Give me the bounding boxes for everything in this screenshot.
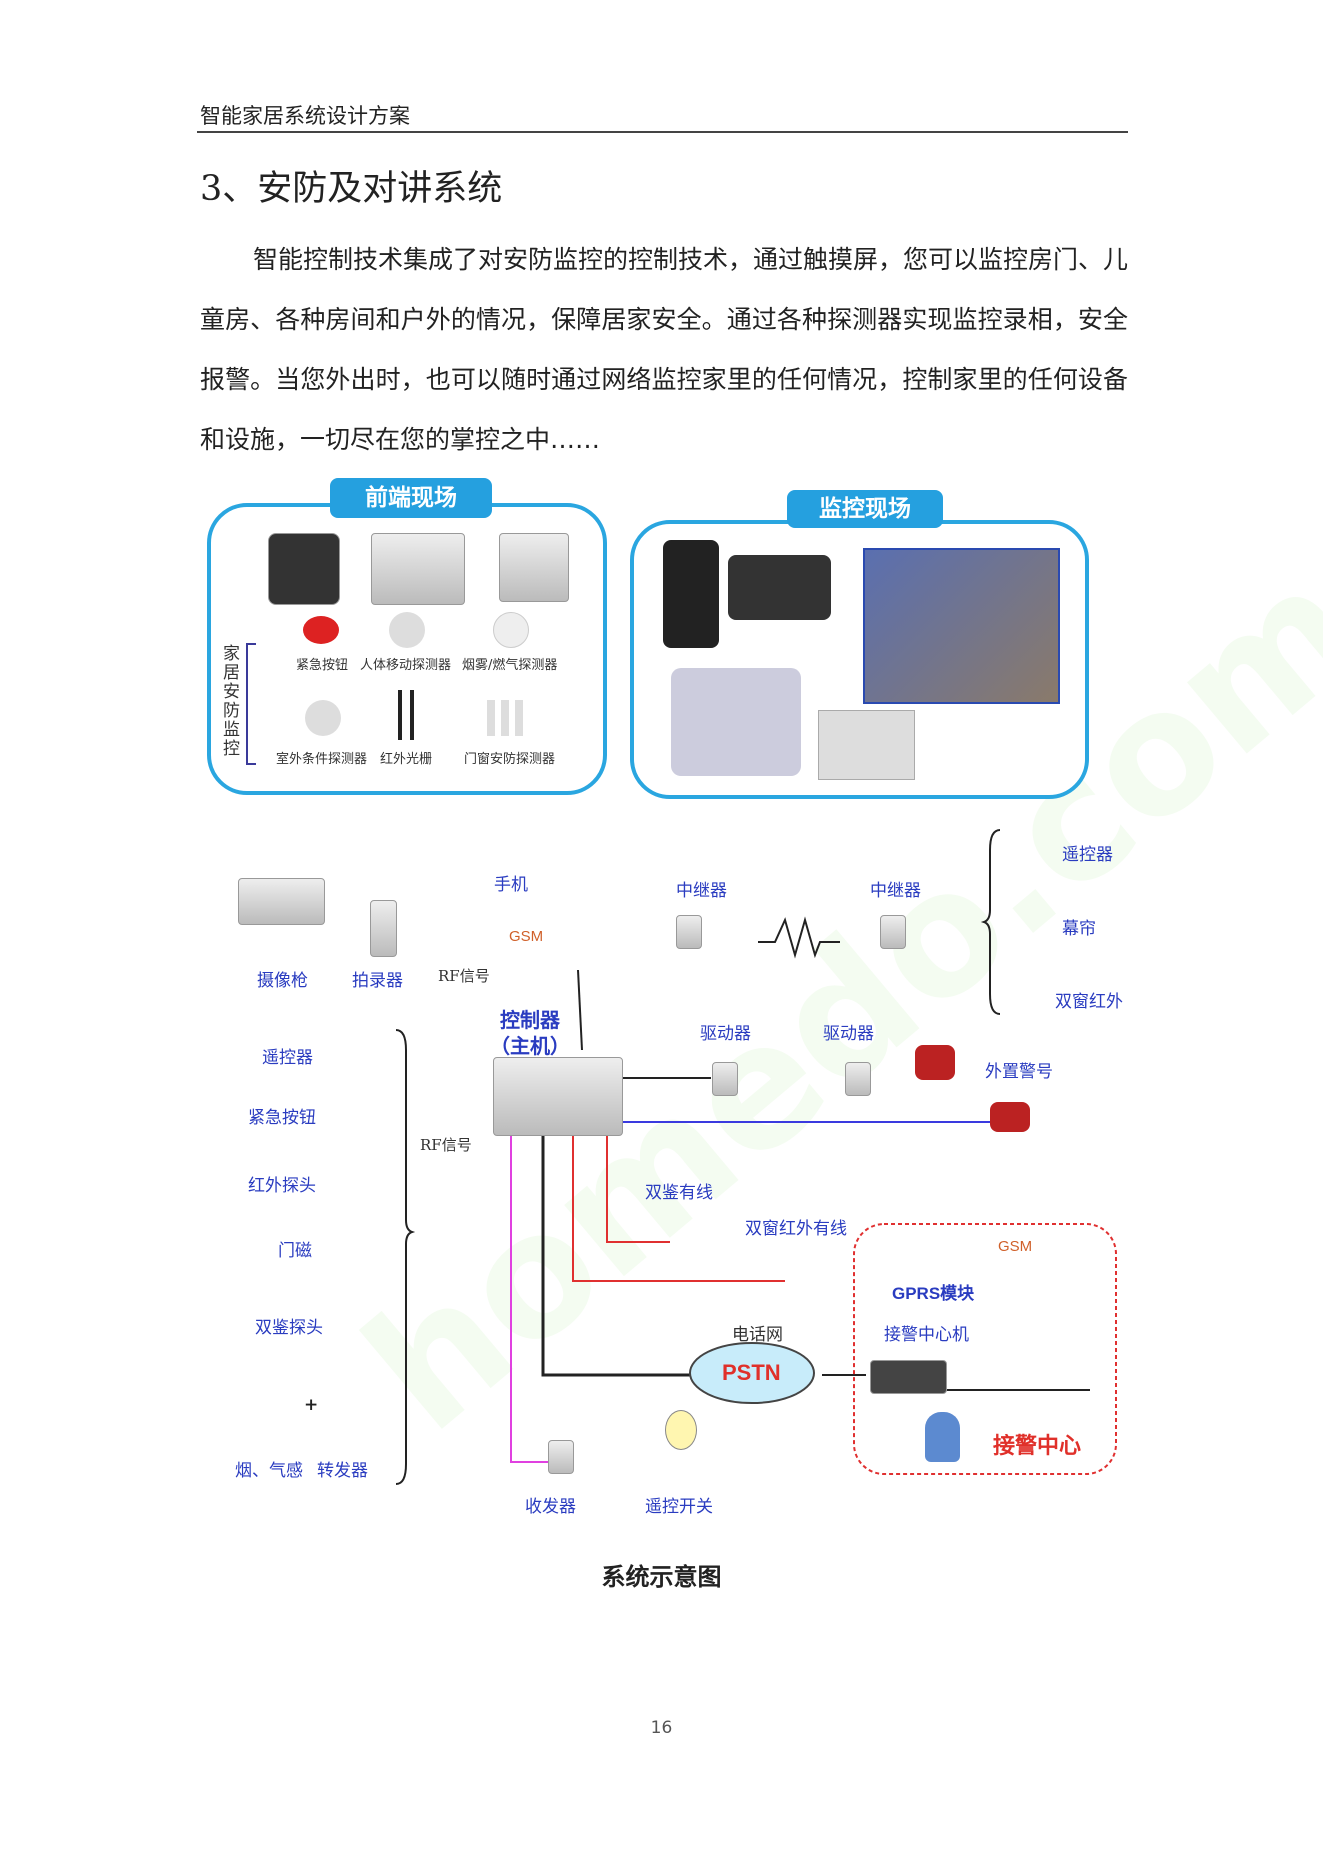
label-camera: 摄像枪: [257, 971, 308, 991]
section-heading: 3、安防及对讲系统: [200, 169, 503, 209]
bulb-image: [665, 1410, 697, 1450]
label-driver: 驱动器: [823, 1024, 874, 1044]
label-controller: 控制器: [500, 1008, 560, 1032]
label-rf: RF信号: [420, 1136, 472, 1154]
label-controller-sub: （主机）: [490, 1034, 570, 1058]
header-divider: [197, 131, 1128, 133]
label-pstn: PSTN: [722, 1360, 781, 1385]
desktop-pc-image: [818, 710, 915, 780]
controller-image: [493, 1057, 623, 1136]
label-driver: 驱动器: [700, 1024, 751, 1044]
label-dual-probe: 双鉴探头: [255, 1318, 323, 1338]
label-dual-wired: 双鉴有线: [645, 1183, 713, 1203]
figure-caption: 系统示意图: [601, 1563, 722, 1591]
siren-image: [915, 1045, 955, 1080]
ir-grating-image: [398, 690, 402, 740]
driver-image: [712, 1062, 738, 1096]
body-paragraph: 智能控制技术集成了对安防监控的控制技术，通过触摸屏，您可以监控房门、儿童房、各种…: [200, 245, 1129, 454]
label-phone: 手机: [494, 875, 528, 895]
motion-detector-image: [389, 612, 425, 648]
monitoring-software-image: [863, 548, 1060, 704]
device-label: 紧急按钮: [296, 658, 349, 673]
door-intercom-image: [499, 533, 569, 602]
wire-dual-sensor: [606, 1134, 670, 1243]
siren-image: [990, 1102, 1030, 1132]
page-number: 16: [650, 1718, 673, 1738]
device-label: 烟雾/燃气探测器: [462, 658, 558, 673]
label-alarm-center: 接警中心: [993, 1433, 1082, 1459]
wire-dual-ir: [572, 1134, 785, 1282]
label-remote: 遥控器: [1062, 845, 1113, 865]
alarm-host-image: [870, 1360, 947, 1394]
label-gsm: GSM: [998, 1238, 1033, 1255]
phone-landscape-image: [728, 555, 831, 620]
device-label: 人体移动探测器: [360, 658, 452, 673]
pstn-cloud: [689, 1342, 815, 1404]
plus-sign: +: [304, 1395, 319, 1415]
smartphone-image: [663, 540, 719, 648]
label-phone-net: 电话网: [732, 1325, 783, 1345]
label-repeater: 中继器: [676, 881, 727, 901]
wire-transceiver: [510, 1134, 548, 1463]
front-panel-title: 前端现场: [330, 478, 492, 518]
label-siren: 外置警号: [985, 1062, 1053, 1082]
label-gsm: GSM: [509, 928, 544, 945]
group-bracket: [246, 643, 256, 765]
recorder-image: [370, 900, 397, 957]
label-recorder: 拍录器: [352, 971, 403, 991]
arrow-to-gsm: [577, 969, 583, 1051]
label-dual-ir: 双窗红外: [1055, 992, 1123, 1012]
smoke-detector-image: [493, 612, 529, 648]
label-remote-switch: 遥控开关: [645, 1497, 713, 1517]
label-relay: 转发器: [317, 1461, 368, 1481]
emergency-button-image: [303, 616, 339, 644]
label-emergency: 紧急按钮: [248, 1108, 316, 1128]
video-intercom-image: [671, 668, 801, 776]
label-gprs: GPRS模块: [892, 1284, 975, 1303]
label-rf: RF信号: [438, 967, 490, 985]
label-alarm-host: 接警中心机: [884, 1325, 969, 1345]
running-header: 智能家居系统设计方案: [200, 104, 410, 128]
driver-image: [845, 1062, 871, 1096]
wire-pstn: [541, 1134, 700, 1377]
outdoor-detector-image: [305, 700, 341, 736]
device-label: 室外条件探测器: [276, 752, 368, 767]
device-label: 门窗安防探测器: [464, 752, 556, 767]
box-camera-image: [371, 533, 465, 605]
label-remote: 遥控器: [262, 1048, 313, 1068]
right-bracket: [980, 829, 1001, 1015]
alarm-center-box: [853, 1223, 1117, 1475]
camera-image: [238, 878, 325, 925]
dome-camera-image: [268, 533, 340, 605]
transceiver-image: [548, 1440, 574, 1474]
device-label: 红外光栅: [380, 752, 433, 767]
label-dual-ir-wired: 双窗红外有线: [745, 1219, 847, 1239]
label-door: 门磁: [278, 1241, 312, 1261]
person-icon: [925, 1412, 960, 1462]
relay-signal: [758, 916, 840, 959]
left-bracket: [395, 1029, 416, 1485]
label-ir-probe: 红外探头: [248, 1176, 316, 1196]
repeater-image: [676, 915, 702, 949]
label-smoke: 烟、气感: [235, 1461, 303, 1481]
label-repeater: 中继器: [870, 881, 921, 901]
group-label: 家居安防监控: [223, 644, 240, 759]
door-sensor-image: [487, 700, 527, 736]
monitor-panel-title: 监控现场: [787, 490, 943, 528]
repeater-image: [880, 915, 906, 949]
label-curtain: 幕帘: [1062, 919, 1096, 939]
label-transceiver: 收发器: [525, 1497, 576, 1517]
